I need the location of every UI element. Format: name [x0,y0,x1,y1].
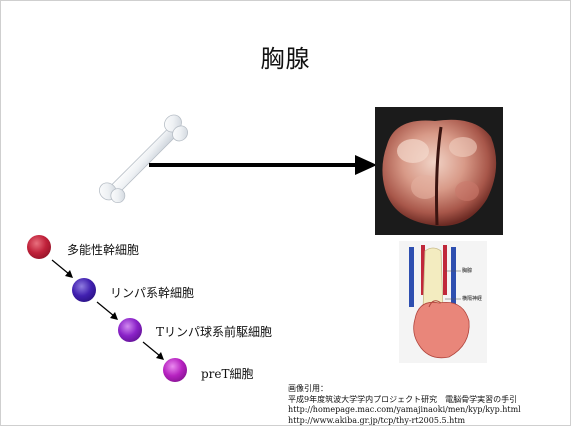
credits-heading: 画像引用： [288,384,570,395]
pre-t-cell-icon [163,358,187,382]
arrow-icon [51,259,75,279]
arrow-icon [142,341,166,361]
credits-line: 平成9年度筑波大学学内プロジェクト研究 電脳骨学実習の手引 [288,395,570,406]
arrow-icon [149,151,377,179]
cell-label-pluripotent: 多能性幹細胞 [67,241,139,258]
thymus-photo [375,107,503,235]
diagram-label-phrenic-nerve: 横隔神経 [462,295,482,302]
credits-link[interactable]: http://homepage.mac.com/yamajinaoki/men/… [288,405,570,416]
diagram-label-thymus: 胸腺 [462,267,472,274]
arrow-icon [96,301,120,321]
lymphoid-stem-cell-icon [72,278,96,302]
cell-label-lymphoid: リンパ系幹細胞 [110,284,194,301]
cell-label-t-progenitor: Tリンパ球系前駆細胞 [156,323,272,340]
cell-label-pre-t: preT細胞 [201,365,254,382]
pluripotent-stem-cell-icon [27,235,51,259]
image-credits: 画像引用： 平成9年度筑波大学学内プロジェクト研究 電脳骨学実習の手引 http… [288,384,570,426]
slide-title: 胸腺 [1,39,570,74]
t-lymphocyte-progenitor-icon [118,318,142,342]
thymus-anatomy-diagram: 胸腺 横隔神経 [399,241,487,363]
credits-link[interactable]: http://www.akiba.gr.jp/tcp/thy-rt2005.5.… [288,416,570,426]
